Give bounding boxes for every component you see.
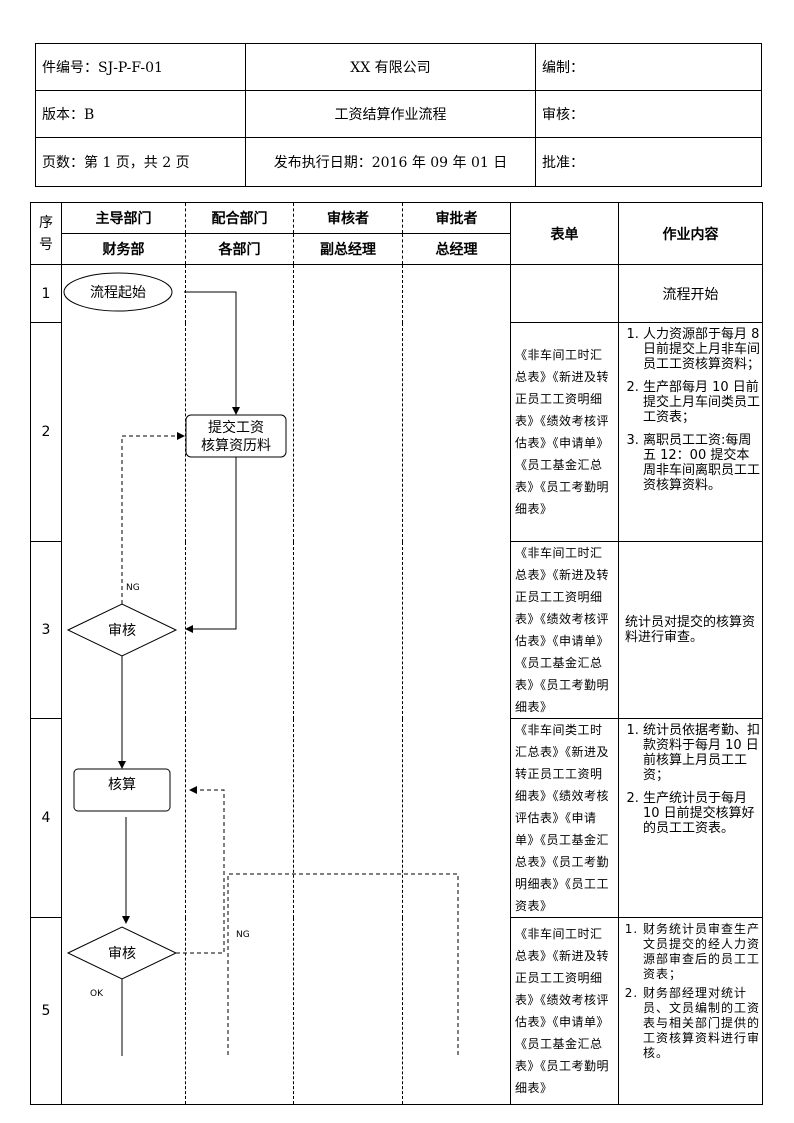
dashed-route <box>227 873 459 1055</box>
work-item: 生产统计员于每月 10 日前提交核算好的员工工资表。 <box>643 791 760 836</box>
row-form: 《非车间工时汇总表》《新进及转正员工工资明细表》《绩效考核评估表》《申请单》《员… <box>510 541 619 719</box>
table-row: 4 《非车间类工时汇总表》《新进及转正员工工资明细表》《绩效考核评估表》《申请单… <box>30 718 763 918</box>
row-seq: 3 <box>30 541 62 719</box>
row-form: 《非车间类工时汇总表》《新进及转正员工工资明细表》《绩效考核评估表》《申请单》《… <box>510 718 619 918</box>
page-count: 页数：第 1 页，共 2 页 <box>35 137 246 187</box>
table-row: 1 流程开始 <box>30 264 763 323</box>
row-work: 统计员对提交的核算资料进行审查。 <box>618 541 763 719</box>
col-seq: 序号 <box>30 202 62 265</box>
calc-label: 核算 <box>108 777 136 793</box>
work-item: 人力资源部于每月 8 日前提交上月非车间员工工资核算资料； <box>643 327 760 372</box>
work-item: 统计员依据考勤、扣款资料于每月 10 日前核算上月员工工资； <box>643 723 760 783</box>
review1-node <box>66 603 178 657</box>
work-item: 财务统计员审查生产文员提交的经人力资源部审查后的员工工资表； <box>643 922 760 982</box>
col-seq-label: 序号 <box>39 214 53 253</box>
row-work: 人力资源部于每月 8 日前提交上月非车间员工工资核算资料； 生产部每月 10 日… <box>618 322 763 542</box>
version: 版本：B <box>35 90 246 138</box>
row-work: 流程开始 <box>618 264 763 323</box>
table-row: 5 《非车间工时汇总表》《新进及转正员工工资明细表》《绩效考核评估表》《申请单》… <box>30 917 763 1105</box>
row-form: 《非车间工时汇总表》《新进及转正员工工资明细表》《绩效考核评估表》《申请单》《员… <box>510 322 619 542</box>
doc-number: 件编号：SJ-P-F-01 <box>35 43 246 91</box>
review2-label: 审核 <box>108 946 136 962</box>
col-form: 表单 <box>510 202 619 265</box>
ok-label: OK <box>90 989 104 999</box>
ng2-label: NG <box>236 930 250 940</box>
reviewed-by: 审核： <box>535 90 762 138</box>
table-row: 3 《非车间工时汇总表》《新进及转正员工工资明细表》《绩效考核评估表》《申请单》… <box>30 541 763 719</box>
arrow-ng1 <box>121 432 185 604</box>
col-coop: 配合部门 <box>185 202 294 234</box>
review1-label: 审核 <box>108 623 136 639</box>
row-form: 《非车间工时汇总表》《新进及转正员工工资明细表》《绩效考核评估表》《申请单》《员… <box>510 917 619 1105</box>
header-table: 件编号：SJ-P-F-01 XX 有限公司 编制： 版本：B 工资结算作业流程 … <box>35 43 762 187</box>
ng1-label: NG <box>126 583 140 593</box>
release-date: 发布执行日期：2016 年 09 年 01 日 <box>245 137 536 187</box>
arrow-submit-to-review <box>185 457 237 633</box>
col-lead-sub: 财务部 <box>61 233 186 265</box>
company-name: XX 有限公司 <box>245 43 536 91</box>
col-approver: 审批者 <box>402 202 511 234</box>
arrow-start-to-submit <box>184 291 240 415</box>
col-work: 作业内容 <box>618 202 763 265</box>
work-item: 离职员工工资:每周五 12：00 提交本周非车间离职员工工资核算资料。 <box>643 433 760 493</box>
doc-title: 工资结算作业流程 <box>245 90 536 138</box>
work-item: 财务部经理对统计员、文员编制的工资表与相关部门提供的工资核算资料进行审核。 <box>643 986 760 1061</box>
flow-table: 序号 主导部门 配合部门 审核者 审批者 表单 作业内容 财务部 各部门 副总经… <box>30 202 763 1105</box>
arrow-ng2 <box>176 786 225 954</box>
start-label: 流程起始 <box>90 285 146 301</box>
submit-label-2: 核算资历料 <box>201 438 271 454</box>
submit-label-1: 提交工资 <box>208 419 264 436</box>
col-lead: 主导部门 <box>61 202 186 234</box>
calc-node <box>73 768 171 812</box>
work-item: 生产部每月 10 日前提交上月车间类员工工资表； <box>643 380 760 425</box>
col-approver-sub: 总经理 <box>402 233 511 265</box>
col-reviewer-sub: 副总经理 <box>293 233 403 265</box>
approved-by: 批准： <box>535 137 762 187</box>
row-work: 统计员依据考勤、扣款资料于每月 10 日前核算上月员工工资； 生产统计员于每月 … <box>618 718 763 918</box>
start-node <box>63 272 173 312</box>
row-work: 财务统计员审查生产文员提交的经人力资源部审查后的员工工资表； 财务部经理对统计员… <box>618 917 763 1105</box>
